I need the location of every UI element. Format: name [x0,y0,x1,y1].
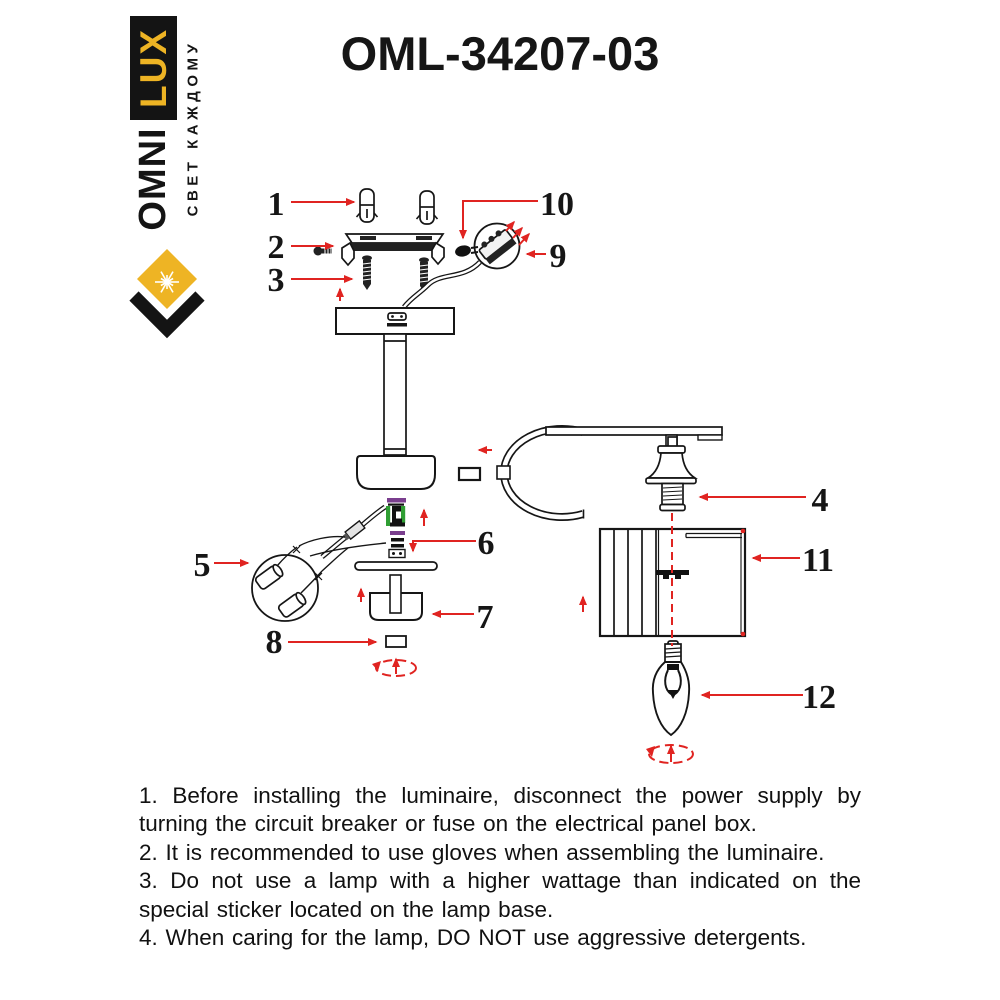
part-number-labels: 1 2 3 10 9 4 11 12 5 6 7 8 [194,186,837,716]
part-label-1: 1 [268,186,285,223]
leader-10 [459,200,538,240]
slide-fixing-part [457,466,482,482]
wire-clamp [309,504,387,559]
part-9-terminal-block [473,222,521,270]
logo-chevron [129,291,205,339]
assembly-diagram: 1 2 3 10 9 4 11 12 5 6 7 8 [0,130,1000,780]
wire-arrow-icon [505,220,515,232]
part-2-mounting-bracket [341,233,445,267]
part-8-nut [385,635,407,648]
part-label-5: 5 [194,547,211,584]
terminal-screw-stack [388,531,406,559]
curved-arm [496,425,723,521]
ceiling-canopy [335,307,455,335]
part-1-wall-anchors [355,188,439,225]
red-callout-leaders [214,198,806,699]
part-label-10: 10 [540,186,574,223]
red-guides [372,513,746,764]
logo-black-box [130,16,177,120]
part-4-socket [645,436,698,512]
part-label-2: 2 [268,229,285,266]
rotation-arrowhead [372,661,381,671]
lamp-column [356,333,436,490]
brand-logo-graphic: LUX OMNI СВЕТ КАЖДОМУ [129,16,205,339]
brand-logo: LUX OMNI СВЕТ КАЖДОМУ [125,8,215,348]
part-label-8: 8 [266,624,283,661]
assembly-diagram-svg: 1 2 3 10 9 4 11 12 5 6 7 8 [194,186,837,764]
instruction-item-1: 1. Before installing the luminaire, disc… [139,783,861,837]
part-5-wiring-detail [251,535,349,622]
shade-corner-dot [740,631,746,637]
instruction-item-3: 3. Do not use a lamp with a higher watta… [139,868,861,922]
logo-diamond-mark [129,249,205,339]
logo-tagline: СВЕТ КАЖДОМУ [185,40,202,217]
rotation-arrowhead [646,746,655,757]
red-direction-arrows [336,220,675,762]
page-title: OML-34207-03 [340,27,660,80]
supply-wire [402,260,482,309]
wire-arrow-icon [512,226,524,239]
logo-word-omni: OMNI [132,127,174,230]
part-2-screw [313,246,332,256]
part-label-12: 12 [802,679,836,716]
logo-word-lux: LUX [133,28,174,108]
terminal-connector-green [386,498,406,527]
part-label-9: 9 [550,238,567,275]
shade-corner-dot [740,528,746,534]
safety-instructions: 1. Before installing the luminaire, disc… [139,782,861,952]
part-12-bulb [651,640,691,737]
part-10-plug [455,245,479,257]
instruction-item-2: 2. It is recommended to use gloves when … [139,839,825,865]
logo-starburst-icon [155,271,179,293]
part-label-7: 7 [477,599,494,636]
instruction-item-4: 4. When caring for the lamp, DO NOT use … [139,925,807,951]
part-label-6: 6 [478,525,495,562]
part-3-screws [362,255,429,292]
rotation-arrow-icon [648,744,694,764]
part-label-11: 11 [802,542,834,579]
leader-6 [409,540,476,553]
part-label-4: 4 [812,482,829,519]
wire-arrow-icon [518,232,531,246]
part-7-cup [369,574,423,621]
part-6-plate [354,561,438,571]
part-label-3: 3 [268,262,285,299]
